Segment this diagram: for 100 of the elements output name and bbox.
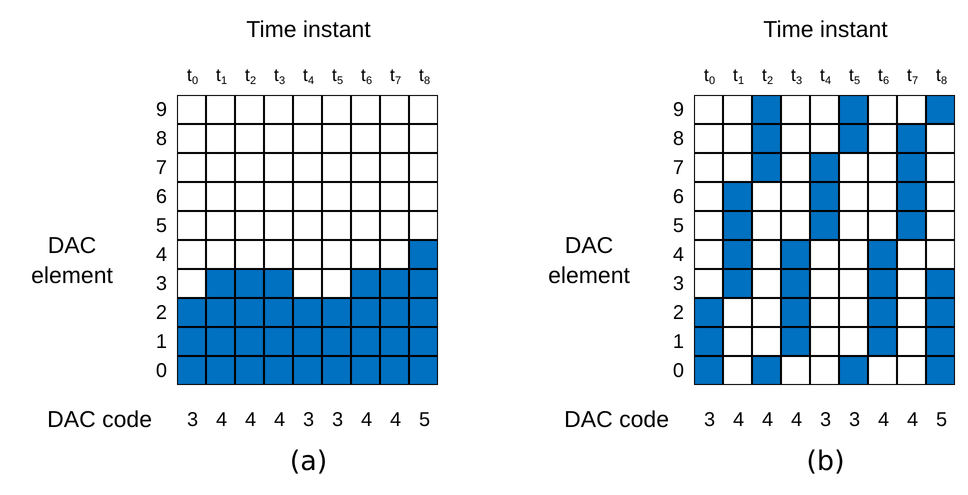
filled-cell: [322, 298, 351, 327]
row-label: 6: [154, 187, 167, 207]
code-value: 4: [876, 408, 890, 433]
row-label: 4: [154, 245, 167, 265]
filled-cell: [897, 211, 926, 240]
filled-cell: [868, 327, 897, 356]
row-label: 5: [154, 216, 167, 236]
row-label: 9: [672, 100, 684, 120]
filled-cell: [897, 182, 926, 211]
column-label: t$_{2}$: [244, 64, 258, 89]
row-label: 0: [672, 361, 684, 381]
filled-cell: [926, 95, 955, 124]
filled-cell: [694, 298, 723, 327]
axis-title: DAC element: [30, 231, 114, 290]
filled-cell: [235, 327, 264, 356]
filled-cell: [177, 356, 206, 385]
column-label: t$_{4}$: [302, 64, 316, 89]
column-label: t$_{7}$: [906, 64, 920, 89]
filled-cell: [839, 95, 868, 124]
row-label: 8: [672, 129, 684, 149]
code-value: 3: [302, 408, 316, 433]
column-label: t$_{5}$: [330, 64, 344, 89]
axis-title: Time instant: [245, 15, 372, 44]
row-label: 2: [672, 303, 684, 323]
filled-cell: [723, 211, 752, 240]
filled-cell: [293, 356, 322, 385]
filled-cell: [810, 182, 839, 211]
filled-cell: [723, 240, 752, 269]
column-label: t$_{3}$: [272, 64, 286, 89]
filled-cell: [752, 356, 781, 385]
row-title: DAC code: [46, 405, 152, 434]
code-value: 5: [418, 408, 432, 433]
row-label: 0: [154, 361, 167, 381]
axis-title: DAC element: [547, 231, 631, 290]
row-label: 1: [154, 332, 167, 352]
filled-cell: [322, 327, 351, 356]
filled-cell: [177, 298, 206, 327]
filled-cell: [235, 298, 264, 327]
filled-cell: [752, 124, 781, 153]
row-label: 2: [154, 303, 167, 323]
row-label: 3: [672, 274, 684, 294]
code-value: 4: [360, 408, 374, 433]
filled-cell: [380, 356, 409, 385]
filled-cell: [206, 327, 235, 356]
filled-cell: [264, 327, 293, 356]
column-label: t$_{1}$: [732, 64, 746, 89]
filled-cell: [781, 269, 810, 298]
filled-cell: [264, 356, 293, 385]
filled-cell: [293, 327, 322, 356]
column-label: t$_{0}$: [186, 64, 200, 89]
row-label: 1: [672, 332, 684, 352]
code-value: 4: [244, 408, 258, 433]
code-value: 4: [388, 408, 402, 433]
filled-cell: [409, 327, 438, 356]
row-label: 3: [154, 274, 167, 294]
filled-cell: [351, 356, 380, 385]
filled-cell: [868, 298, 897, 327]
filled-cell: [839, 124, 868, 153]
filled-cell: [781, 240, 810, 269]
code-value: 5: [934, 408, 948, 433]
filled-cell: [694, 356, 723, 385]
filled-cell: [897, 153, 926, 182]
filled-cell: [926, 356, 955, 385]
filled-cell: [752, 153, 781, 182]
row-label: 7: [154, 158, 167, 178]
filled-cell: [694, 327, 723, 356]
row-label: 5: [672, 216, 684, 236]
filled-cell: [235, 269, 264, 298]
column-label: t$_{1}$: [214, 64, 228, 89]
code-value: 3: [818, 408, 832, 433]
filled-cell: [380, 327, 409, 356]
panel-label: (b): [805, 445, 846, 479]
code-value: 3: [702, 408, 716, 433]
row-label: 8: [154, 129, 167, 149]
row-label: 9: [154, 100, 167, 120]
column-label: t$_{6}$: [360, 64, 374, 89]
column-label: t$_{7}$: [388, 64, 402, 89]
filled-cell: [926, 298, 955, 327]
filled-cell: [926, 269, 955, 298]
filled-cell: [293, 298, 322, 327]
code-value: 3: [330, 408, 344, 433]
code-value: 4: [760, 408, 774, 433]
code-value: 4: [272, 408, 286, 433]
filled-cell: [926, 327, 955, 356]
filled-cell: [206, 356, 235, 385]
filled-cell: [781, 298, 810, 327]
filled-cell: [752, 95, 781, 124]
filled-cell: [868, 269, 897, 298]
code-value: 3: [186, 408, 200, 433]
filled-cell: [235, 356, 264, 385]
filled-cell: [206, 298, 235, 327]
filled-cell: [897, 124, 926, 153]
column-label: t$_{8}$: [934, 64, 948, 89]
column-label: t$_{3}$: [790, 64, 804, 89]
row-title: DAC code: [563, 405, 669, 434]
column-label: t$_{8}$: [418, 64, 432, 89]
filled-cell: [409, 240, 438, 269]
filled-cell: [409, 356, 438, 385]
column-label: t$_{5}$: [848, 64, 862, 89]
axis-title: Time instant: [762, 15, 889, 44]
